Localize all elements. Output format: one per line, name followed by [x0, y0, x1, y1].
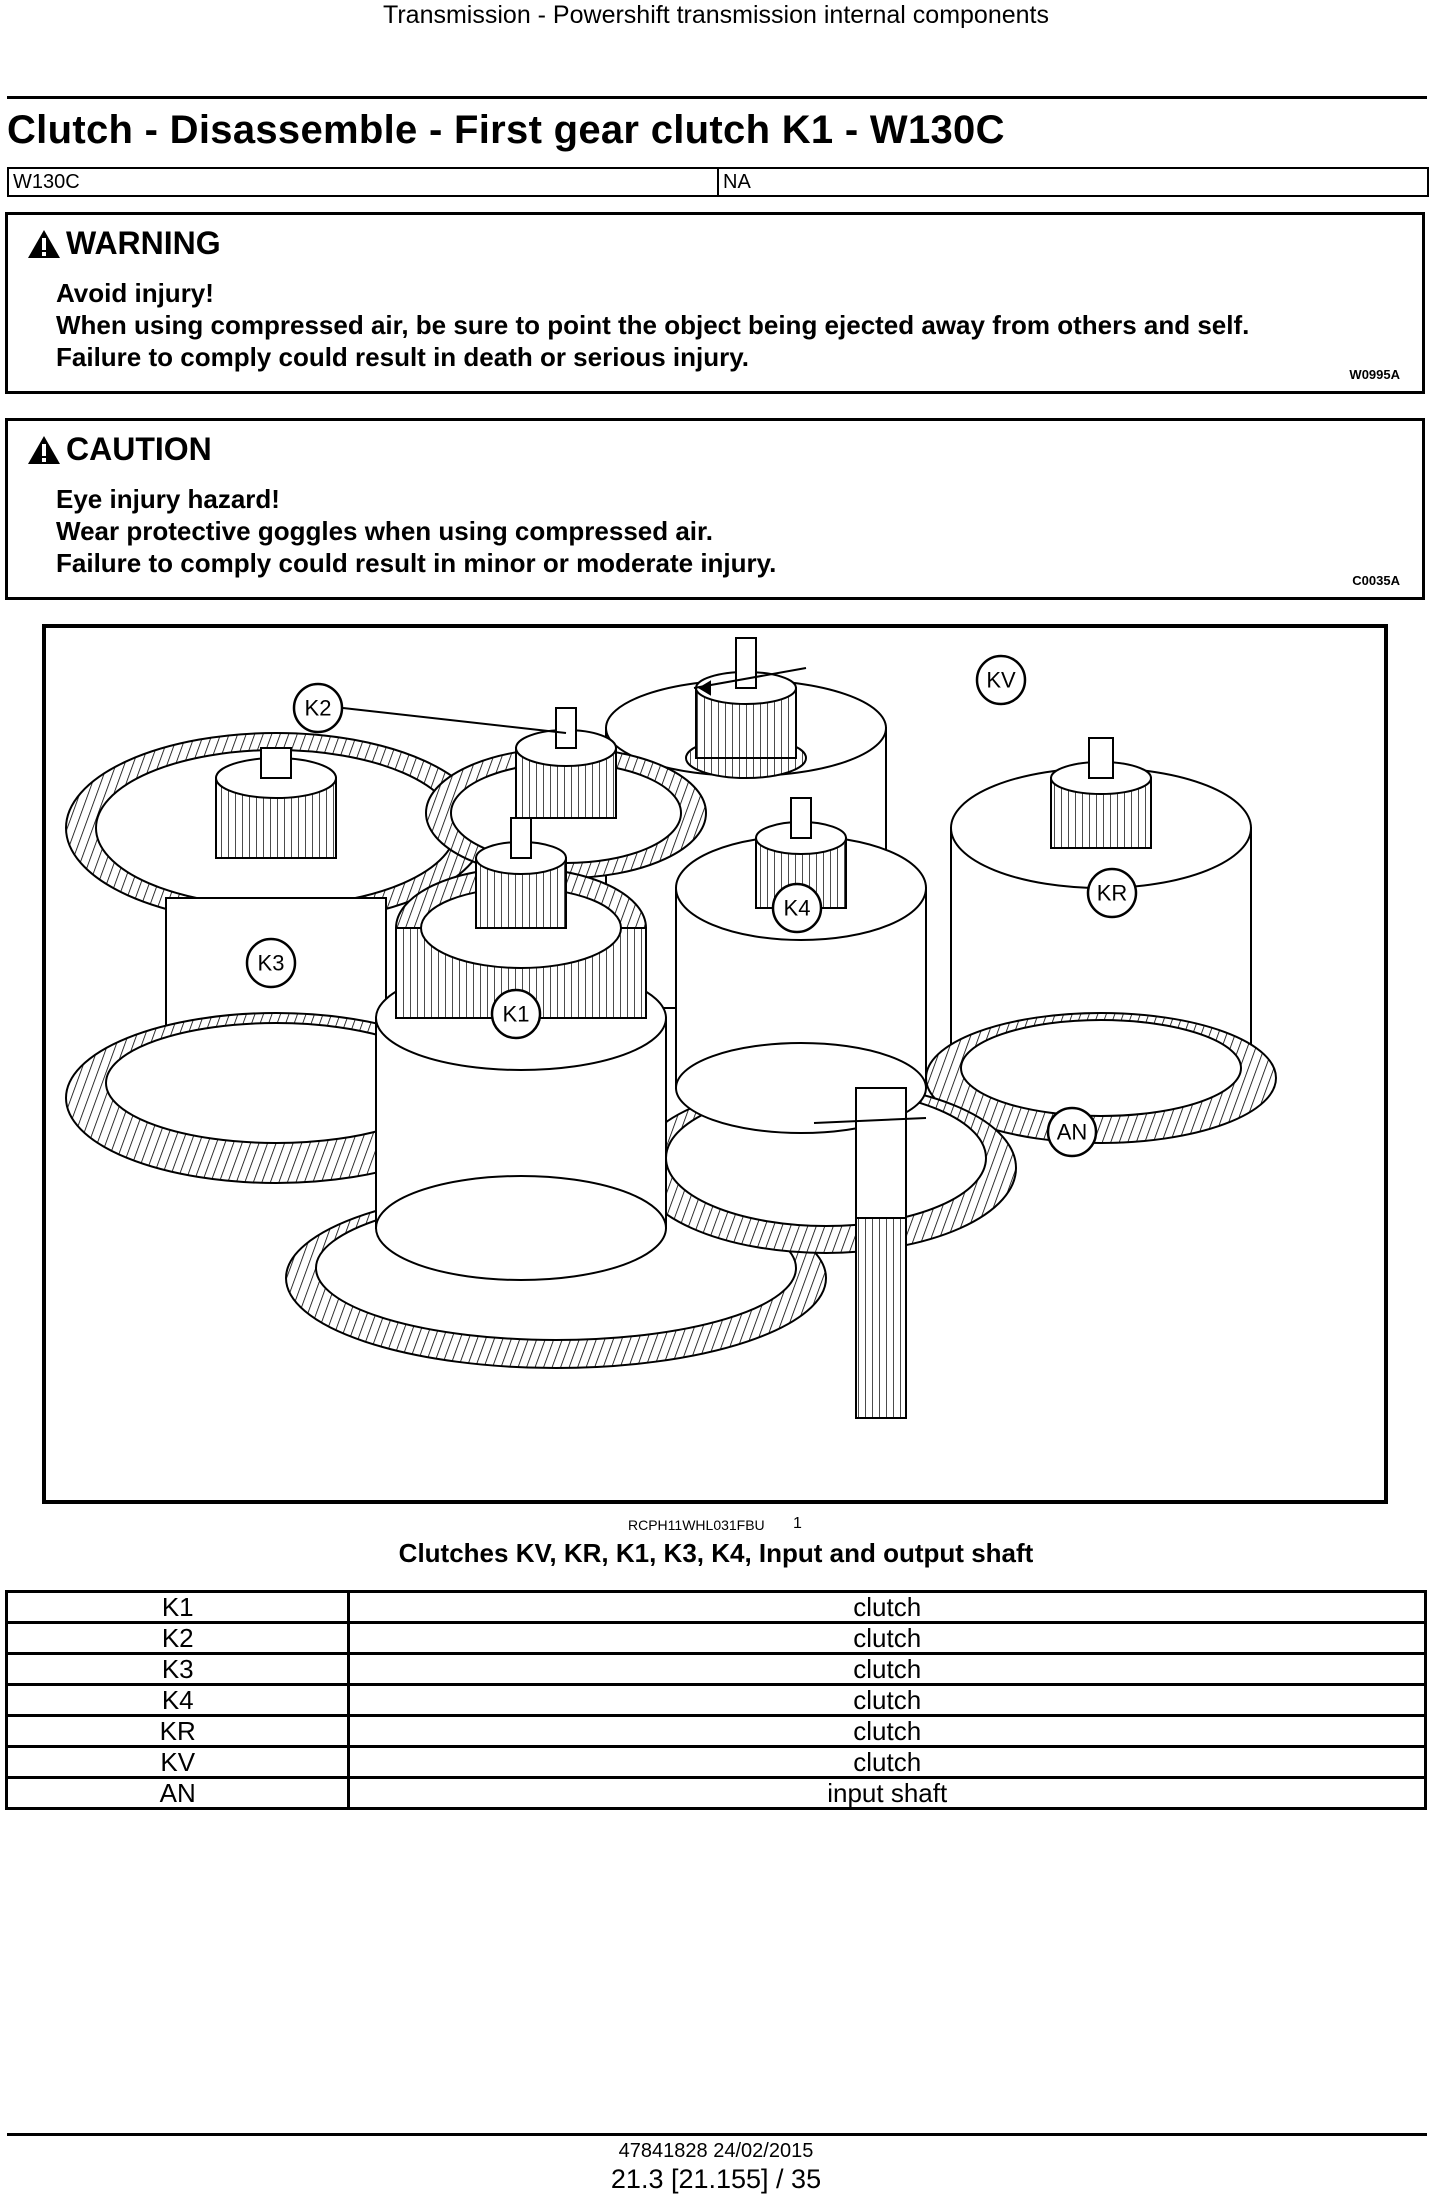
part-code: KR	[4, 1714, 351, 1748]
warning-line: Avoid injury!	[56, 278, 214, 308]
warning-line: Failure to comply could result in death …	[56, 342, 749, 372]
variant-cell: NA	[717, 169, 1427, 195]
footer-document-id: 47841828 24/02/2015	[618, 2140, 814, 2162]
callout-k1-label: K1	[503, 1002, 530, 1027]
part-description: clutch	[347, 1621, 1427, 1655]
footer-page-number: 21.3 [21.155] / 35	[610, 2164, 822, 2194]
caution-heading: CAUTION	[26, 431, 212, 468]
part-description: input shaft	[347, 1776, 1427, 1810]
transmission-illustration: KV K2 KR K4 K3 K1 AN	[65, 637, 1277, 1419]
callout-k3: K3	[245, 937, 297, 989]
running-header: Transmission - Powershift transmission i…	[383, 1, 1049, 29]
caution-line: Failure to comply could result in minor …	[56, 548, 777, 578]
callout-k2: K2	[292, 682, 344, 734]
part-code: K3	[4, 1652, 351, 1686]
part-code: AN	[4, 1776, 351, 1810]
part-description: clutch	[347, 1652, 1427, 1686]
footer-rule	[7, 2133, 1427, 2136]
part-description: clutch	[347, 1590, 1427, 1624]
caution-line: Eye injury hazard!	[56, 484, 280, 514]
callout-k1: K1	[490, 988, 542, 1040]
figure-caption: Clutches KV, KR, K1, K3, K4, Input and o…	[398, 1538, 1034, 1568]
callout-k4-label: K4	[784, 896, 811, 921]
caution-triangle-icon	[28, 435, 60, 464]
callout-kv-label: KV	[986, 668, 1016, 693]
caution-code: C0035A	[1352, 573, 1400, 588]
callout-kr-label: KR	[1097, 881, 1128, 906]
callout-kr: KR	[1086, 867, 1138, 919]
caution-heading-text: CAUTION	[66, 431, 212, 467]
callout-an: AN	[1046, 1106, 1098, 1158]
callout-k4: K4	[771, 882, 823, 934]
model-applicability-row: W130C NA	[7, 167, 1429, 197]
warning-line: When using compressed air, be sure to po…	[56, 310, 1250, 340]
warning-triangle-icon	[28, 229, 60, 258]
figure-frame: KV K2 KR K4 K3 K1 AN	[42, 624, 1388, 1504]
callout-an-label: AN	[1057, 1120, 1088, 1145]
part-code: K2	[4, 1621, 351, 1655]
warning-heading: WARNING	[26, 225, 221, 262]
part-description: clutch	[347, 1683, 1427, 1717]
warning-code: W0995A	[1349, 367, 1400, 382]
callout-k3-label: K3	[258, 951, 285, 976]
model-cell: W130C	[13, 171, 80, 193]
section-title: Clutch - Disassemble - First gear clutch…	[7, 108, 1005, 152]
warning-box: WARNING Avoid injury! When using compres…	[5, 212, 1425, 394]
callout-kv: KV	[975, 654, 1027, 706]
part-code: KV	[4, 1745, 351, 1779]
part-code: K4	[4, 1683, 351, 1717]
part-code: K1	[4, 1590, 351, 1624]
part-description: clutch	[347, 1745, 1427, 1779]
caution-box: CAUTION Eye injury hazard! Wear protecti…	[5, 418, 1425, 600]
callout-k2-label: K2	[305, 696, 332, 721]
part-description: clutch	[347, 1714, 1427, 1748]
figure-reference: RCPH11WHL031FBU	[628, 1517, 765, 1533]
figure-number: 1	[793, 1515, 802, 1532]
warning-heading-text: WARNING	[66, 225, 221, 261]
header-rule	[7, 96, 1427, 99]
caution-line: Wear protective goggles when using compr…	[56, 516, 713, 546]
